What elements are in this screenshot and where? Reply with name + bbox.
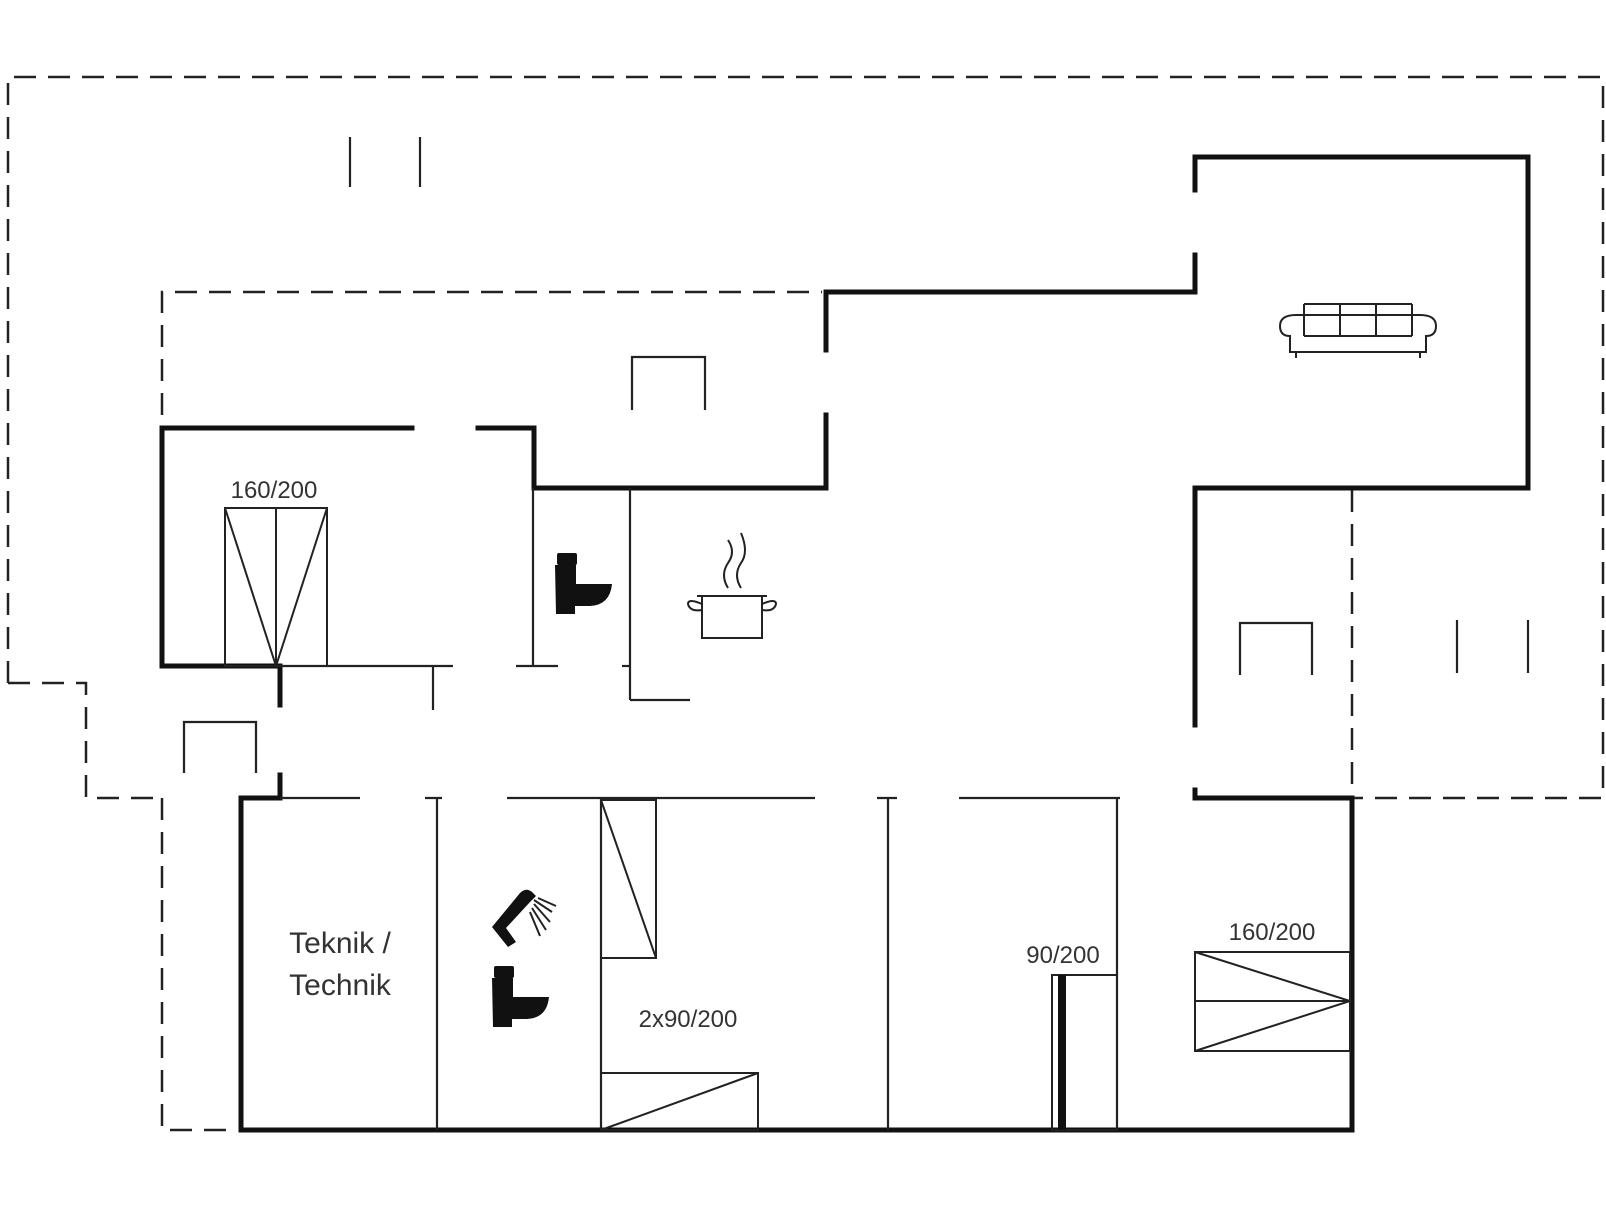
door-icon: [182, 137, 1530, 773]
interior-walls: [280, 488, 1120, 1130]
bed-icon: [600, 799, 759, 1131]
terrace-outline: [6, 75, 1605, 1132]
bed-size-label-single: 90/200: [1026, 942, 1099, 969]
bed-size-label-right: 160/200: [1229, 919, 1316, 946]
bed-icon: [1194, 951, 1354, 1052]
bed-icon: [1051, 974, 1118, 1131]
technik-label-line2: Technik: [289, 969, 392, 1002]
bed-size-label-twin: 2x90/200: [639, 1006, 738, 1033]
toilet-icon: [555, 553, 612, 614]
toilet-icon: [492, 966, 549, 1027]
bed-size-label-master: 160/200: [231, 477, 318, 504]
technik-label-line1: Teknik /: [289, 927, 391, 960]
shower-icon: [492, 889, 557, 947]
cooking-pot-icon: [686, 532, 778, 639]
sofa-icon: [1278, 303, 1438, 358]
bed-icon: [224, 507, 328, 670]
